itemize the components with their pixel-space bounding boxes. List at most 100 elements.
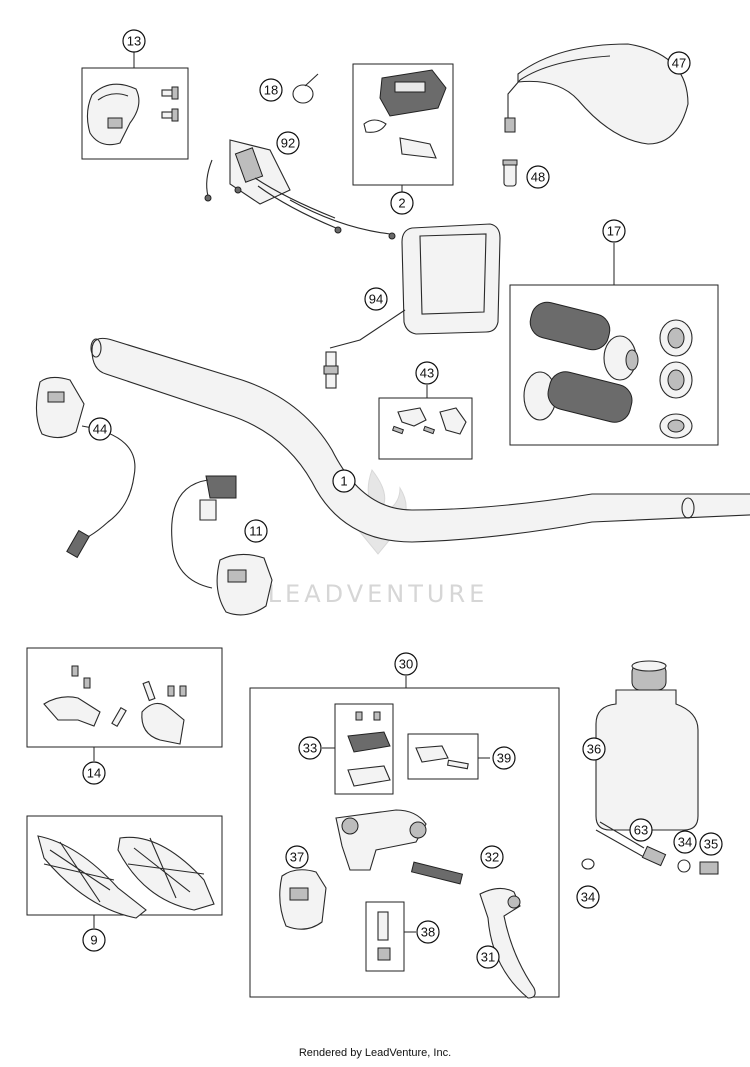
svg-text:48: 48 — [531, 170, 545, 185]
callout-33: 33 — [298, 736, 322, 760]
svg-text:38: 38 — [421, 925, 435, 940]
svg-text:18: 18 — [264, 83, 278, 98]
callout-31: 31 — [476, 945, 500, 969]
callout-37: 37 — [285, 845, 309, 869]
hand-guard-left — [37, 835, 147, 919]
svg-text:9: 9 — [90, 933, 97, 948]
part-43-group — [378, 385, 473, 460]
bolt-32 — [410, 861, 464, 885]
callout-32: 32 — [480, 845, 504, 869]
mirror-47 — [517, 43, 689, 145]
svg-text:2: 2 — [398, 196, 405, 211]
part-1-handlebar — [90, 337, 750, 543]
svg-text:33: 33 — [303, 741, 317, 756]
callout-48: 48 — [526, 165, 550, 189]
callout-47: 47 — [667, 51, 691, 75]
svg-text:43: 43 — [420, 366, 434, 381]
master-cylinder-body — [335, 809, 427, 871]
svg-text:37: 37 — [290, 850, 304, 865]
callout-30: 30 — [394, 652, 418, 676]
svg-text:44: 44 — [93, 422, 107, 437]
callout-36: 36 — [582, 737, 606, 761]
switch-44 — [35, 376, 85, 439]
callout-35: 35 — [699, 832, 723, 856]
switch-housing-13 — [86, 83, 140, 146]
washer-34b — [581, 858, 595, 870]
svg-text:35: 35 — [704, 837, 718, 852]
part-39-box — [407, 733, 479, 780]
svg-text:39: 39 — [497, 751, 511, 766]
svg-text:63: 63 — [634, 823, 648, 838]
part-47-mirror — [504, 43, 689, 145]
part-48-adapter — [502, 159, 518, 187]
switch-11 — [216, 553, 273, 616]
lever-31 — [479, 887, 536, 999]
washer-34 — [677, 859, 691, 873]
svg-text:92: 92 — [281, 136, 295, 151]
part-2-group — [352, 63, 454, 192]
callout-34b: 34 — [576, 885, 600, 909]
svg-text:47: 47 — [672, 56, 686, 71]
part-33-box — [334, 703, 394, 795]
brake-fluid-bottle — [595, 689, 699, 831]
callout-18: 18 — [259, 78, 283, 102]
part-94-mirror — [323, 223, 501, 389]
part-13-group — [81, 52, 189, 160]
banjo-bolt-35 — [699, 861, 719, 875]
svg-text:1: 1 — [340, 474, 347, 489]
part-92-throttle — [204, 139, 396, 240]
svg-text:30: 30 — [399, 657, 413, 672]
screws-13 — [161, 86, 179, 122]
part-13-box — [81, 67, 189, 160]
svg-text:32: 32 — [485, 850, 499, 865]
callout-2: 2 — [390, 191, 414, 215]
svg-text:94: 94 — [369, 292, 383, 307]
part-17-group — [509, 243, 719, 446]
svg-text:31: 31 — [481, 950, 495, 965]
part-36-bottle — [595, 660, 699, 831]
part-18-cable-tie — [292, 73, 319, 104]
part-2-box — [352, 63, 454, 186]
part-9-group — [26, 815, 223, 928]
callout-1: 1 — [332, 469, 356, 493]
svg-text:14: 14 — [87, 766, 101, 781]
svg-text:11: 11 — [249, 524, 263, 539]
part-30-group — [249, 676, 560, 999]
part-43-box — [378, 397, 473, 460]
callout-38: 38 — [416, 920, 440, 944]
callout-34a: 34 — [673, 830, 697, 854]
mirror-94 — [401, 223, 501, 335]
watermark-text: LEADVENTURE — [268, 580, 489, 608]
footer-credit: Rendered by LeadVenture, Inc. — [298, 1047, 452, 1059]
bolts-14 — [71, 665, 187, 728]
svg-text:13: 13 — [127, 34, 141, 49]
part-30-box — [249, 687, 560, 998]
callout-17: 17 — [602, 219, 626, 243]
callout-63: 63 — [629, 818, 653, 842]
callout-44: 44 — [88, 417, 112, 441]
svg-text:34: 34 — [678, 835, 692, 850]
callout-92: 92 — [276, 131, 300, 155]
callout-11: 11 — [244, 519, 268, 543]
svg-text:34: 34 — [581, 890, 595, 905]
handlebar-1 — [91, 337, 750, 543]
callout-94: 94 — [364, 287, 388, 311]
callout-14: 14 — [82, 761, 106, 785]
callout-39: 39 — [492, 746, 516, 770]
part-63-brake-line — [581, 821, 719, 875]
part-38-box — [365, 901, 405, 972]
svg-text:17: 17 — [607, 224, 621, 239]
callout-9: 9 — [82, 928, 106, 952]
part-44-switch — [35, 376, 136, 559]
grip-lower — [523, 371, 633, 423]
part-14-group — [26, 647, 223, 761]
grip-rings — [659, 319, 693, 439]
callout-43: 43 — [415, 361, 439, 385]
callout-13: 13 — [122, 29, 146, 53]
part-14-box — [26, 647, 223, 748]
switch-2 — [379, 69, 447, 117]
part-11-switch — [171, 475, 273, 616]
grip-upper — [529, 301, 639, 381]
svg-text:36: 36 — [587, 742, 601, 757]
